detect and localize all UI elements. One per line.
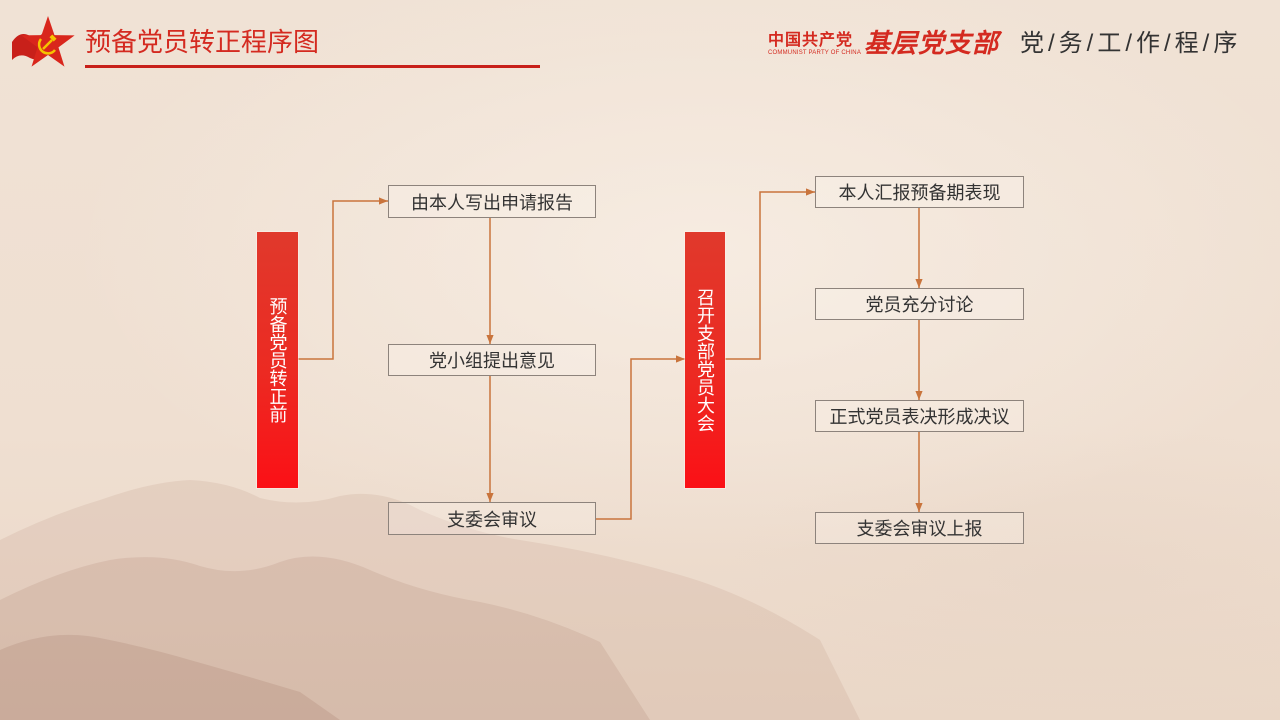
flow-node-branch-general-meeting: 召开支部党员大会 — [685, 232, 725, 488]
flow-node-label: 党员充分讨论 — [865, 295, 974, 315]
flow-node-label: 由本人写出申请报告 — [411, 192, 573, 213]
flow-node-label: 支委会审议 — [447, 509, 537, 530]
flow-node-middle-label: 召开支部党员大会 — [695, 288, 715, 432]
connector-committee-review-to-general-meeting — [596, 355, 685, 520]
flow-node-label: 本人汇报预备期表现 — [838, 183, 1001, 203]
flow-node-written-application: 由本人写出申请报告 — [388, 185, 596, 218]
brand-logo: 中国共产党 COMMUNIST PARTY OF CHINA — [768, 32, 862, 57]
brand-name-en: COMMUNIST PARTY OF CHINA — [768, 50, 862, 56]
brand-name-cn: 中国共产党 — [768, 32, 854, 49]
party-emblem-icon — [12, 16, 75, 67]
flow-node-party-group-opinion: 党小组提出意见 — [388, 344, 596, 376]
flow-node-start: 预备党员转正前 — [257, 232, 298, 488]
flow-node-label: 正式党员表决形成决议 — [829, 407, 1010, 427]
flow-node-self-report: 本人汇报预备期表现 — [815, 176, 1024, 208]
flow-node-start-label: 预备党员转正前 — [267, 297, 288, 423]
brand-branch-name: 基层党支部 — [864, 28, 1000, 58]
page-title: 预备党员转正程序图 — [85, 27, 320, 57]
flow-node-committee-review-report: 支委会审议上报 — [815, 512, 1024, 544]
connector-start-to-application — [298, 197, 388, 360]
flow-node-branch-committee-review: 支委会审议 — [388, 502, 596, 535]
flow-node-vote-resolution: 正式党员表决形成决议 — [815, 400, 1024, 432]
title-underline — [85, 65, 540, 68]
flow-node-label: 支委会审议上报 — [856, 519, 983, 539]
flow-node-member-discussion: 党员充分讨论 — [815, 288, 1024, 320]
flow-node-label: 党小组提出意见 — [429, 351, 555, 371]
connector-general-meeting-to-self-report — [725, 188, 815, 360]
section-title: 党/务/工/作/程/序 — [1020, 30, 1242, 57]
